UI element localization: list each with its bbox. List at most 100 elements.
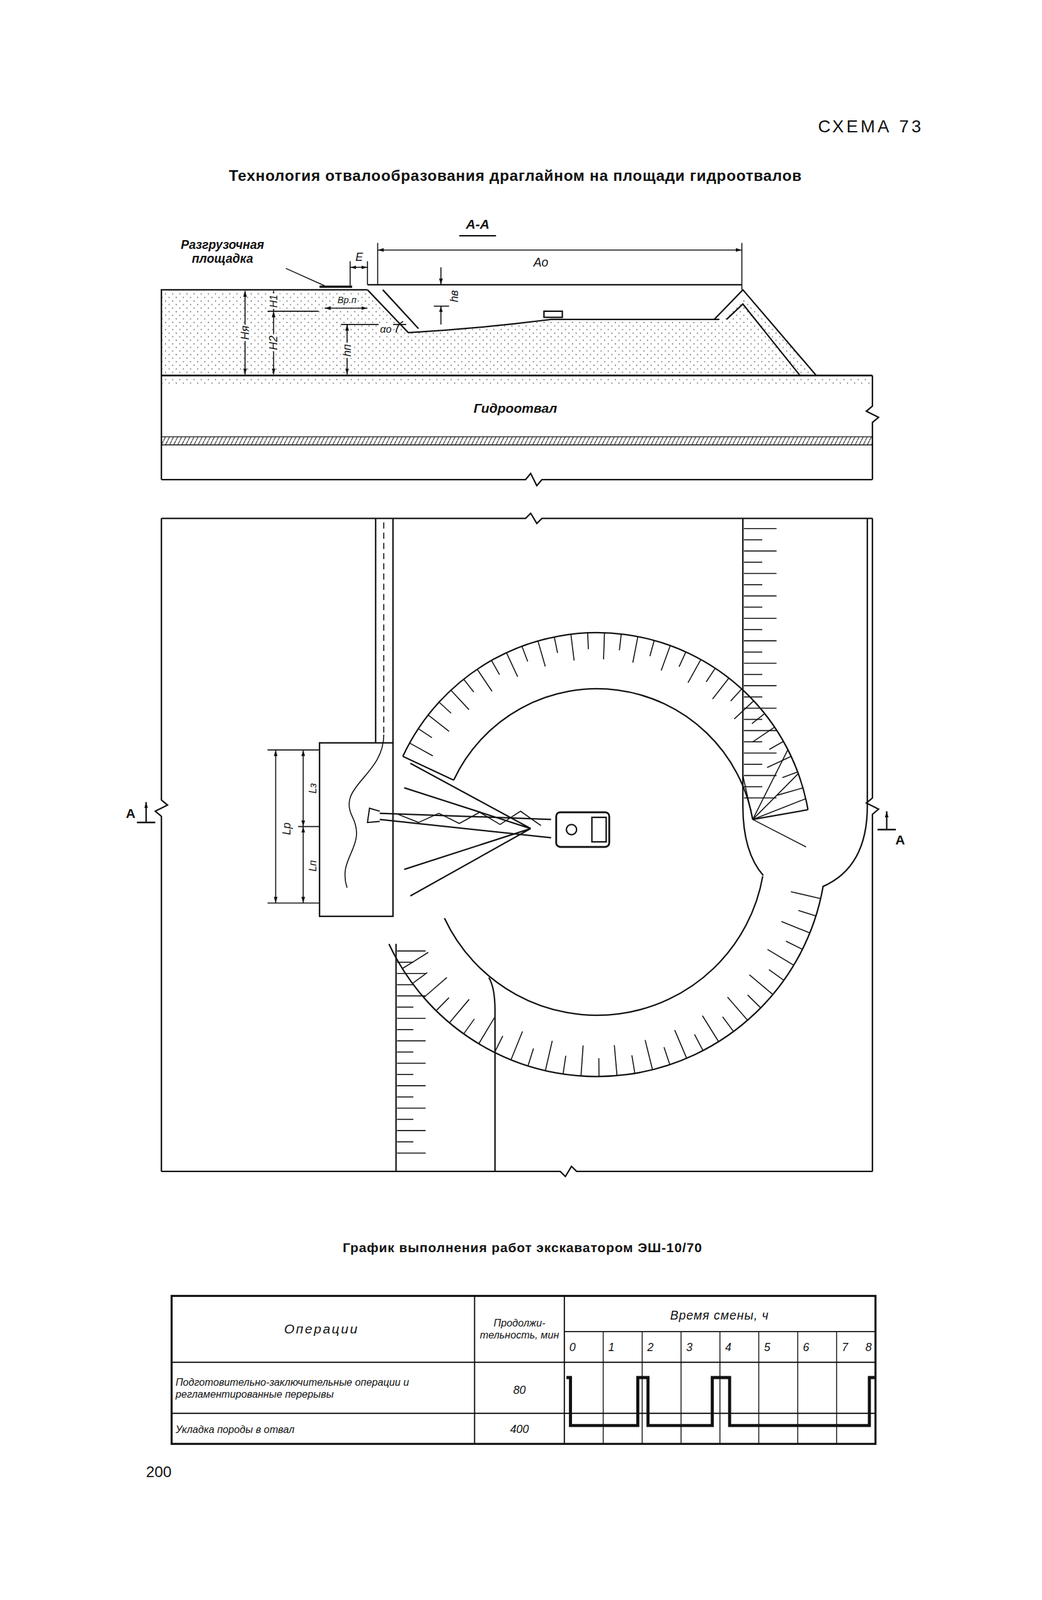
dump-ring [402, 755, 454, 780]
slope-hatch [418, 728, 433, 738]
slope-hatch [435, 997, 449, 1011]
slope-hatch [661, 645, 671, 671]
dimension-label: Ао [532, 255, 550, 270]
slope-hatch [744, 539, 763, 541]
section-mark: А [125, 805, 136, 821]
dimension-line [324, 307, 368, 309]
slope-hatch [744, 628, 763, 630]
slope-hatch [767, 949, 794, 966]
slope-hatch [632, 636, 638, 663]
slope-hatch [522, 645, 528, 661]
slope-hatch [744, 740, 763, 743]
slope-hatch [744, 595, 777, 597]
slope-hatch [749, 974, 773, 995]
slope-hatch [744, 774, 777, 777]
slope-hatch [527, 1048, 534, 1066]
plan-drawing [154, 518, 167, 1172]
dimension-label: Lп [306, 858, 319, 873]
dimension-line [440, 306, 442, 325]
table-header: Время смены, ч [670, 1307, 770, 1322]
slope-hatch [396, 1051, 414, 1053]
slope-hatch [727, 996, 748, 1020]
plan-drawing [885, 810, 888, 830]
slope-hatch [396, 961, 414, 963]
slope-hatch [781, 921, 810, 933]
dimension-label: Вр.п [336, 294, 358, 306]
slope-hatch [744, 617, 777, 619]
section-drawing [161, 290, 817, 375]
dimension-line [302, 826, 304, 903]
scheme-number: СХЕМА 73 [817, 116, 924, 137]
slope-hatch [744, 572, 777, 574]
slope-hatch [744, 583, 763, 586]
slope-hatch [439, 701, 452, 714]
slope-hatch [744, 674, 763, 676]
slope-hatch [722, 1016, 734, 1031]
slope-hatch [396, 984, 414, 986]
slope-hatch [744, 796, 777, 799]
section-drawing [714, 289, 817, 376]
section-drawing [161, 374, 873, 377]
hour-number: 5 [764, 1340, 771, 1354]
slope-hatch [491, 660, 500, 675]
section-drawing [726, 304, 801, 376]
plan-drawing [319, 742, 394, 917]
slope-hatch [476, 669, 493, 692]
section-drawing [161, 436, 873, 445]
plan-drawing [398, 810, 542, 826]
slope-hatch [744, 786, 763, 788]
slope-hatch [769, 969, 785, 981]
dimension-label: Hя [238, 324, 252, 341]
plan-drawing [375, 518, 394, 743]
slope-hatch [396, 1129, 426, 1131]
slope-hatch [587, 632, 589, 649]
slope-hatch [769, 741, 784, 750]
dump-ring [453, 688, 753, 819]
section-drawing [367, 284, 742, 286]
plan-drawing [395, 943, 397, 1172]
slope-hatch [706, 667, 716, 682]
section-drawing [396, 321, 404, 333]
hour-number: 0 [569, 1340, 576, 1354]
slope-hatch [614, 1045, 617, 1076]
section-drawing [161, 473, 873, 486]
slope-hatch [463, 679, 474, 692]
slope-hatch [744, 561, 763, 563]
slope-hatch [396, 1006, 414, 1008]
slope-hatch [554, 636, 558, 653]
plan-drawing [566, 824, 577, 835]
dimension-line [434, 305, 450, 307]
slope-hatch [679, 652, 687, 668]
plan-drawing [404, 762, 532, 896]
dimension-line [350, 266, 368, 268]
slope-hatch [694, 1033, 703, 1051]
slope-hatch [744, 763, 763, 765]
dimension-line [377, 242, 742, 290]
slope-hatch [744, 696, 763, 698]
dimension-line [267, 749, 321, 903]
slope-hatch [510, 1031, 523, 1060]
slope-hatch [463, 1018, 475, 1034]
slope-hatch [598, 1057, 600, 1077]
slope-hatch [423, 977, 448, 998]
schedule-table [171, 1295, 876, 1444]
dimension-label: H2 [267, 334, 280, 352]
section-drawing [367, 289, 720, 333]
plan-drawing [145, 801, 147, 823]
dimension-line [459, 234, 496, 237]
slope-hatch [396, 1040, 426, 1042]
slope-hatch [730, 688, 743, 701]
dimension-line [275, 749, 277, 903]
dimension-line [286, 268, 326, 287]
table-cell: Подготовительно-заключительные операции … [175, 1376, 470, 1400]
slope-hatch [751, 713, 765, 724]
section-drawing [161, 377, 873, 386]
slope-hatch [744, 527, 777, 530]
slope-hatch [396, 1107, 426, 1109]
slope-hatch [494, 1035, 503, 1053]
dimension-label: Lз [306, 781, 319, 795]
table-cell: 400 [510, 1422, 530, 1436]
slope-hatch [396, 972, 426, 974]
slope-hatch [580, 1045, 583, 1076]
